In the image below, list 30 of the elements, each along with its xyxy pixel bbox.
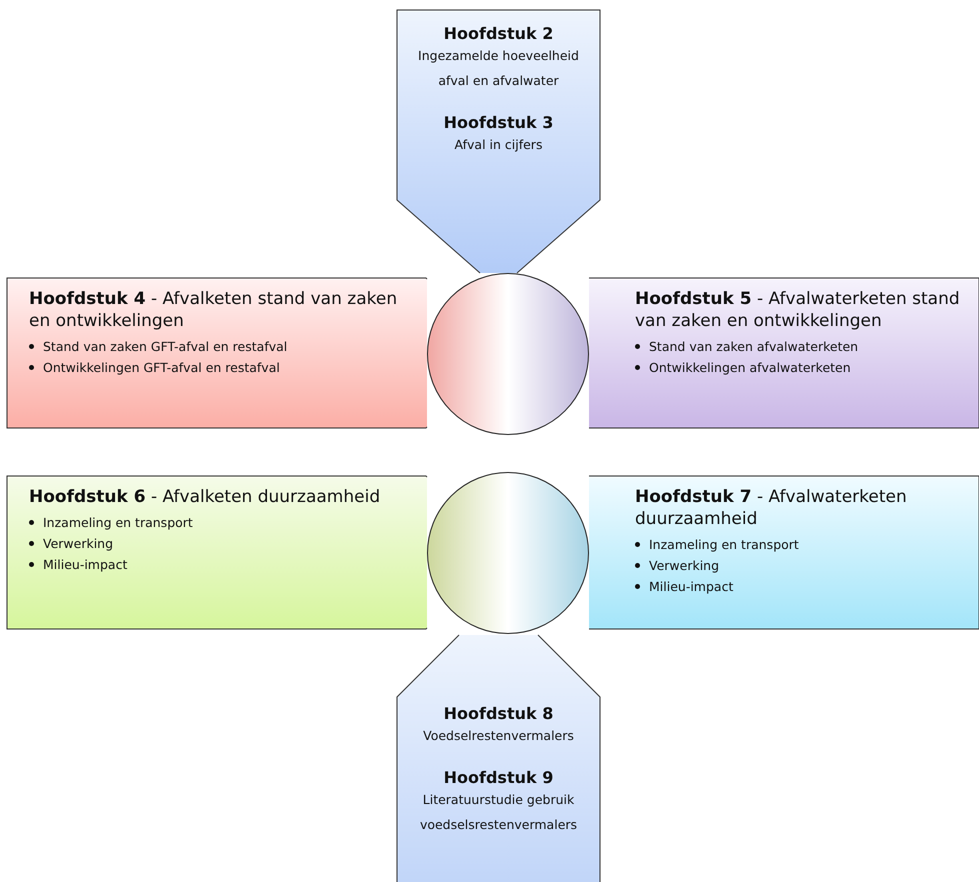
chapter-description: Ingezamelde hoeveelheid afval en afvalwater [417,47,580,90]
chapter-panel [589,278,979,428]
chapter-heading: Hoofdstuk 6 - Afvalketen duurzaamheid [29,486,382,508]
chapter-panel [589,476,979,629]
bullet-item: Milieu-impact [635,576,973,597]
chapter-panel [397,10,600,273]
bullet-item: Ontwikkelingen afvalwaterketen [635,357,973,378]
chapter-panel [7,278,427,428]
chapter-heading: Hoofdstuk 9 [442,768,554,787]
chapter-description: Voedselrestenvermalers [422,727,575,745]
bullet-item: Inzameling en transport [29,512,417,533]
bullet-item: Verwerking [29,533,417,554]
chapter-description: Literatuurstudie gebruik voedselsrestenvermalers [418,791,578,834]
chapter-panel [397,635,600,882]
bullet-item: Ontwikkelingen GFT-afval en restafval [29,357,417,378]
bullet-item: Stand van zaken afvalwaterketen [635,336,973,357]
circle [427,273,589,435]
chapter-heading: Hoofdstuk 8 [442,704,554,723]
chapter-panel [7,476,427,629]
bullet-item: Verwerking [635,555,973,576]
bullet-item: Inzameling en transport [635,534,973,555]
chapter-heading: Hoofdstuk 2 [442,24,554,43]
chapter-heading: Hoofdstuk 3 [442,113,554,132]
bullet-item: Stand van zaken GFT-afval en restafval [29,336,417,357]
chapter-heading: Hoofdstuk 7 - Afvalwaterketen duurzaamheid [635,486,908,530]
chapter-description: Afval in cijfers [454,136,544,154]
bullet-item: Milieu-impact [29,554,417,575]
circle [427,472,589,634]
chapter-heading: Hoofdstuk 4 - Afvalketen stand van zaken en ontwikkelingen [29,288,398,332]
chapter-heading: Hoofdstuk 5 - Afvalwaterketen stand van zaken en ontwikkelingen [635,288,961,332]
